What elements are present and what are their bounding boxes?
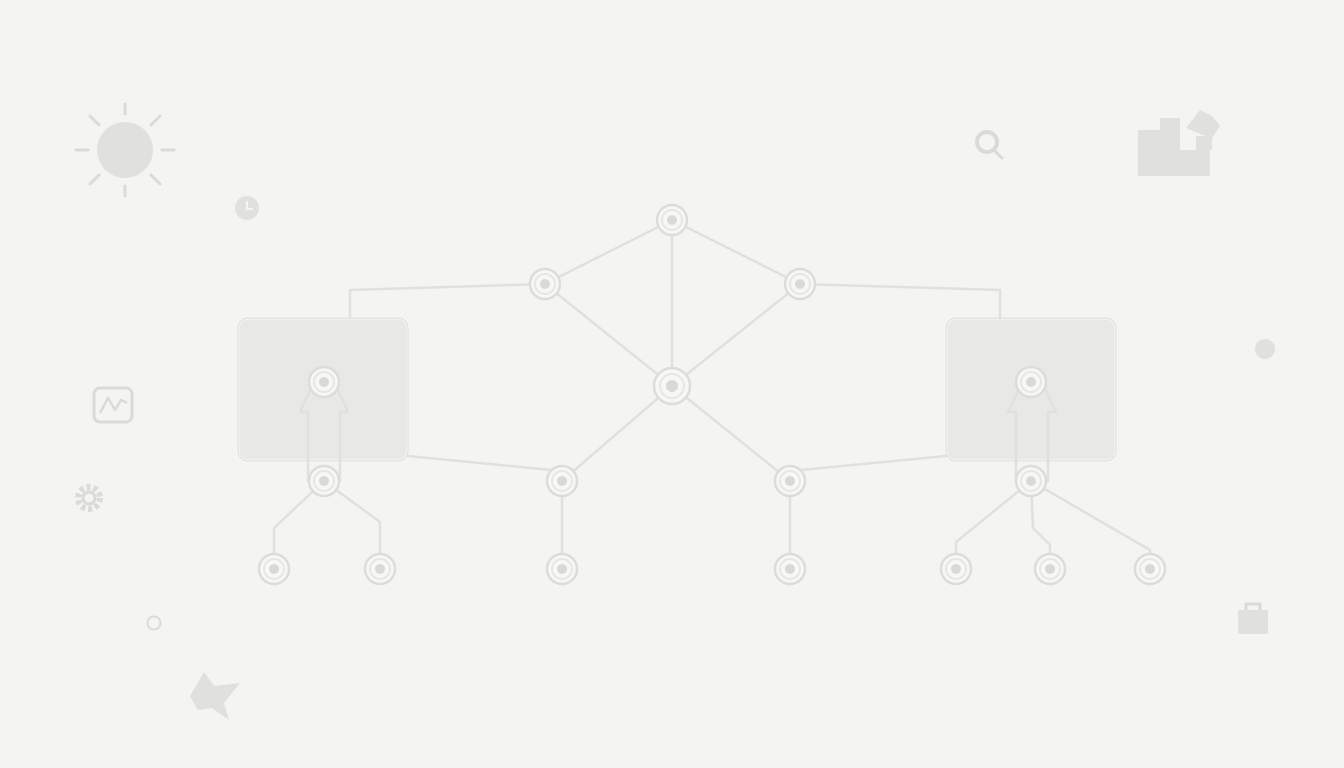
chart-icon [92, 386, 134, 424]
node-leaf-2 [363, 552, 397, 586]
node-leaf-1 [257, 552, 291, 586]
node-leaf-5 [939, 552, 973, 586]
star-icon [190, 672, 240, 720]
node-upper-left [528, 267, 562, 301]
briefcase-icon [1238, 602, 1268, 634]
node-mid-right [773, 464, 807, 498]
clock-icon [235, 196, 259, 220]
node-leaf-7 [1133, 552, 1167, 586]
node-panel-right [1014, 365, 1048, 399]
node-panel-left [307, 365, 341, 399]
search-icon [975, 130, 1004, 160]
node-leaf-4 [773, 552, 807, 586]
nodes [257, 203, 1167, 586]
dot-icon [1255, 339, 1275, 359]
gear-icon [75, 484, 103, 512]
node-upper-right [783, 267, 817, 301]
circle-icon [146, 615, 162, 631]
factory-icon [1138, 110, 1220, 176]
node-left-sub [307, 464, 341, 498]
node-leaf-3 [545, 552, 579, 586]
node-top [655, 203, 689, 237]
node-right-sub [1014, 464, 1048, 498]
sun-icon [74, 102, 176, 198]
node-mid-left [545, 464, 579, 498]
node-center [652, 366, 692, 406]
node-leaf-6 [1033, 552, 1067, 586]
